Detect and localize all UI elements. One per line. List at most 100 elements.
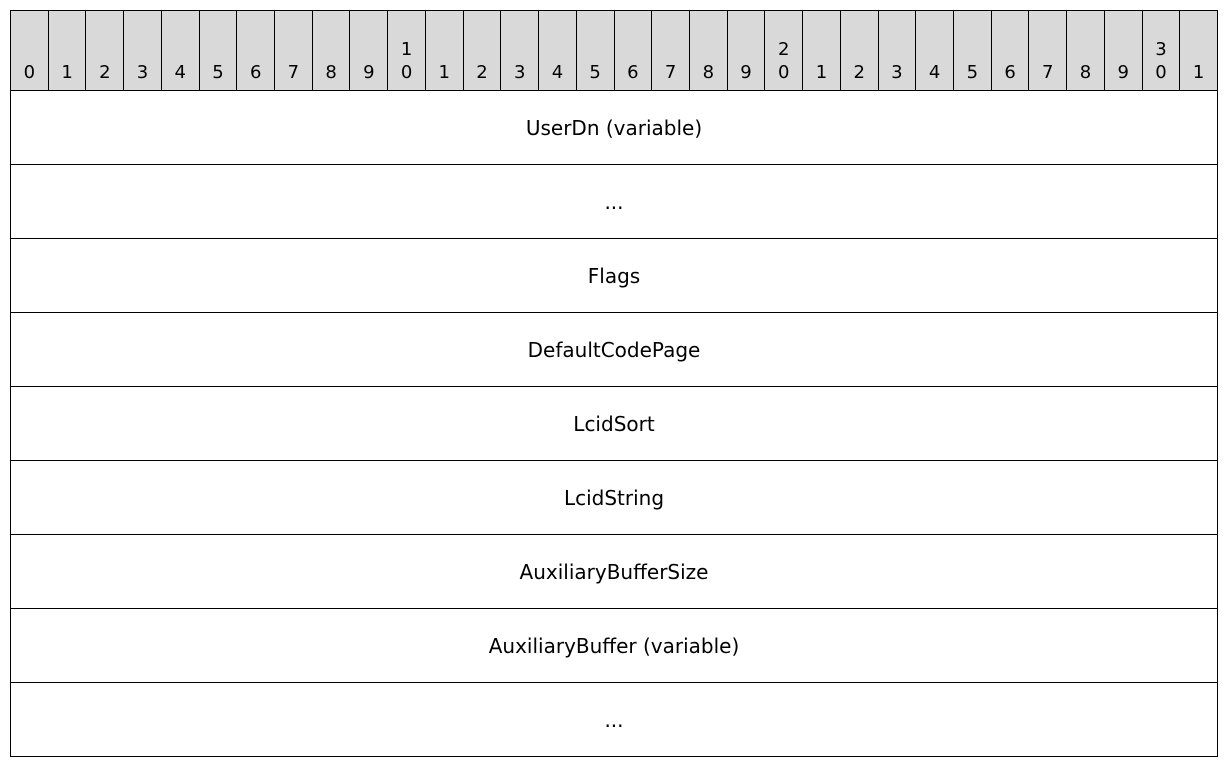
bit-position-19: 9 (726, 10, 766, 91)
bit-tens-digit (275, 38, 312, 61)
field-label: Flags (10, 238, 1218, 313)
bit-position-2: 2 (85, 10, 125, 91)
bit-position-24: 4 (915, 10, 954, 91)
bit-ones-digit: 9 (363, 62, 375, 83)
bit-position-9: 9 (349, 10, 389, 91)
bit-position-23: 3 (877, 10, 917, 91)
bit-ones-digit: 7 (664, 62, 677, 83)
bit-ones-digit: 4 (174, 62, 186, 83)
bit-ones-digit: 3 (891, 62, 903, 83)
bit-ones-digit: 5 (966, 62, 979, 83)
bit-position-15: 5 (575, 10, 615, 91)
field-row: AuxiliaryBuffer (variable) (10, 608, 1218, 683)
bit-tens-digit (237, 38, 274, 61)
bit-ones-digit: 6 (249, 62, 262, 83)
field-label: AuxiliaryBuffer (variable) (10, 608, 1218, 683)
bit-ones-digit: 6 (1004, 62, 1016, 83)
bit-ones-digit: 0 (23, 62, 36, 83)
bit-tens-digit (690, 38, 727, 61)
bit-position-5: 5 (198, 10, 238, 91)
bit-tens-digit (124, 38, 161, 61)
bit-position-31: 1 (1179, 10, 1218, 91)
bit-position-7: 7 (274, 10, 313, 91)
bit-tens-digit (501, 38, 538, 61)
bit-tens-digit (1105, 38, 1142, 61)
bit-ones-digit: 7 (287, 62, 300, 83)
bit-ones-digit: 1 (61, 62, 73, 83)
bit-tens-digit (49, 38, 86, 61)
bit-position-4: 4 (160, 10, 200, 91)
bit-ones-digit: 8 (1079, 62, 1092, 83)
field-row: DefaultCodePage (10, 312, 1218, 387)
bit-ones-digit: 3 (136, 62, 149, 83)
bit-position-28: 8 (1066, 10, 1105, 91)
bit-tens-digit (1180, 38, 1217, 61)
bit-ones-digit: 0 (778, 62, 790, 83)
field-label: UserDn (variable) (10, 90, 1218, 165)
field-row: UserDn (variable) (10, 90, 1218, 165)
bit-position-12: 2 (462, 10, 502, 91)
bit-position-21: 1 (802, 10, 841, 91)
field-row: Flags (10, 238, 1218, 313)
bit-ones-digit: 0 (1155, 62, 1167, 83)
bit-position-27: 7 (1028, 10, 1068, 91)
field-row: ... (10, 164, 1218, 239)
bit-ones-digit: 9 (1117, 62, 1129, 83)
bit-position-11: 1 (424, 10, 464, 91)
bit-tens-digit (803, 38, 840, 61)
field-label: LcidString (10, 460, 1218, 535)
bit-position-14: 4 (538, 10, 577, 91)
bit-tens-digit (539, 38, 576, 61)
bit-tens-digit (426, 38, 463, 61)
bit-ones-digit: 9 (740, 62, 752, 83)
bit-tens-digit (992, 38, 1029, 61)
bit-ones-digit: 1 (438, 62, 450, 83)
bit-ones-digit: 7 (1042, 62, 1054, 83)
bit-tens-digit: 1 (400, 39, 413, 60)
bit-tens-digit (350, 38, 387, 61)
bit-tens-digit (916, 38, 953, 61)
bit-ones-digit: 1 (1192, 62, 1205, 83)
field-row: AuxiliaryBufferSize (10, 534, 1218, 609)
field-label: DefaultCodePage (10, 312, 1218, 387)
bit-tens-digit: 2 (778, 39, 790, 60)
field-label: LcidSort (10, 386, 1218, 461)
bit-tens-digit (313, 38, 350, 61)
bit-tens-digit (615, 38, 652, 61)
bit-tens-digit (86, 38, 123, 61)
bit-tens-digit (1067, 38, 1104, 61)
bit-position-17: 7 (651, 10, 690, 91)
bit-ones-digit: 1 (815, 62, 828, 83)
bit-ones-digit: 8 (325, 62, 337, 83)
bit-position-6: 6 (236, 10, 276, 91)
bit-tens-digit (162, 38, 199, 61)
bit-ones-digit: 6 (627, 62, 639, 83)
bit-position-18: 8 (688, 10, 728, 91)
bit-ones-digit: 4 (551, 62, 564, 83)
bit-position-13: 3 (500, 10, 540, 91)
field-label: ... (10, 682, 1218, 757)
bit-position-29: 9 (1103, 10, 1143, 91)
bit-ones-digit: 3 (513, 62, 526, 83)
field-row: ... (10, 682, 1218, 757)
bit-ones-digit: 5 (212, 62, 224, 83)
field-label: ... (10, 164, 1218, 239)
bit-ones-digit: 5 (589, 62, 601, 83)
bit-tens-digit (11, 38, 48, 61)
bit-position-16: 6 (613, 10, 653, 91)
bit-ones-digit: 2 (476, 62, 488, 83)
bit-position-0: 0 (10, 10, 49, 91)
bit-tens-digit (464, 38, 501, 61)
bit-tens-digit (200, 38, 237, 61)
bit-tens-digit (1029, 38, 1066, 61)
field-label: AuxiliaryBufferSize (10, 534, 1218, 609)
bit-ones-digit: 2 (853, 62, 865, 83)
bit-position-26: 6 (990, 10, 1030, 91)
bit-ones-digit: 8 (702, 62, 715, 83)
bit-position-22: 2 (839, 10, 879, 91)
bit-tens-digit (577, 38, 614, 61)
